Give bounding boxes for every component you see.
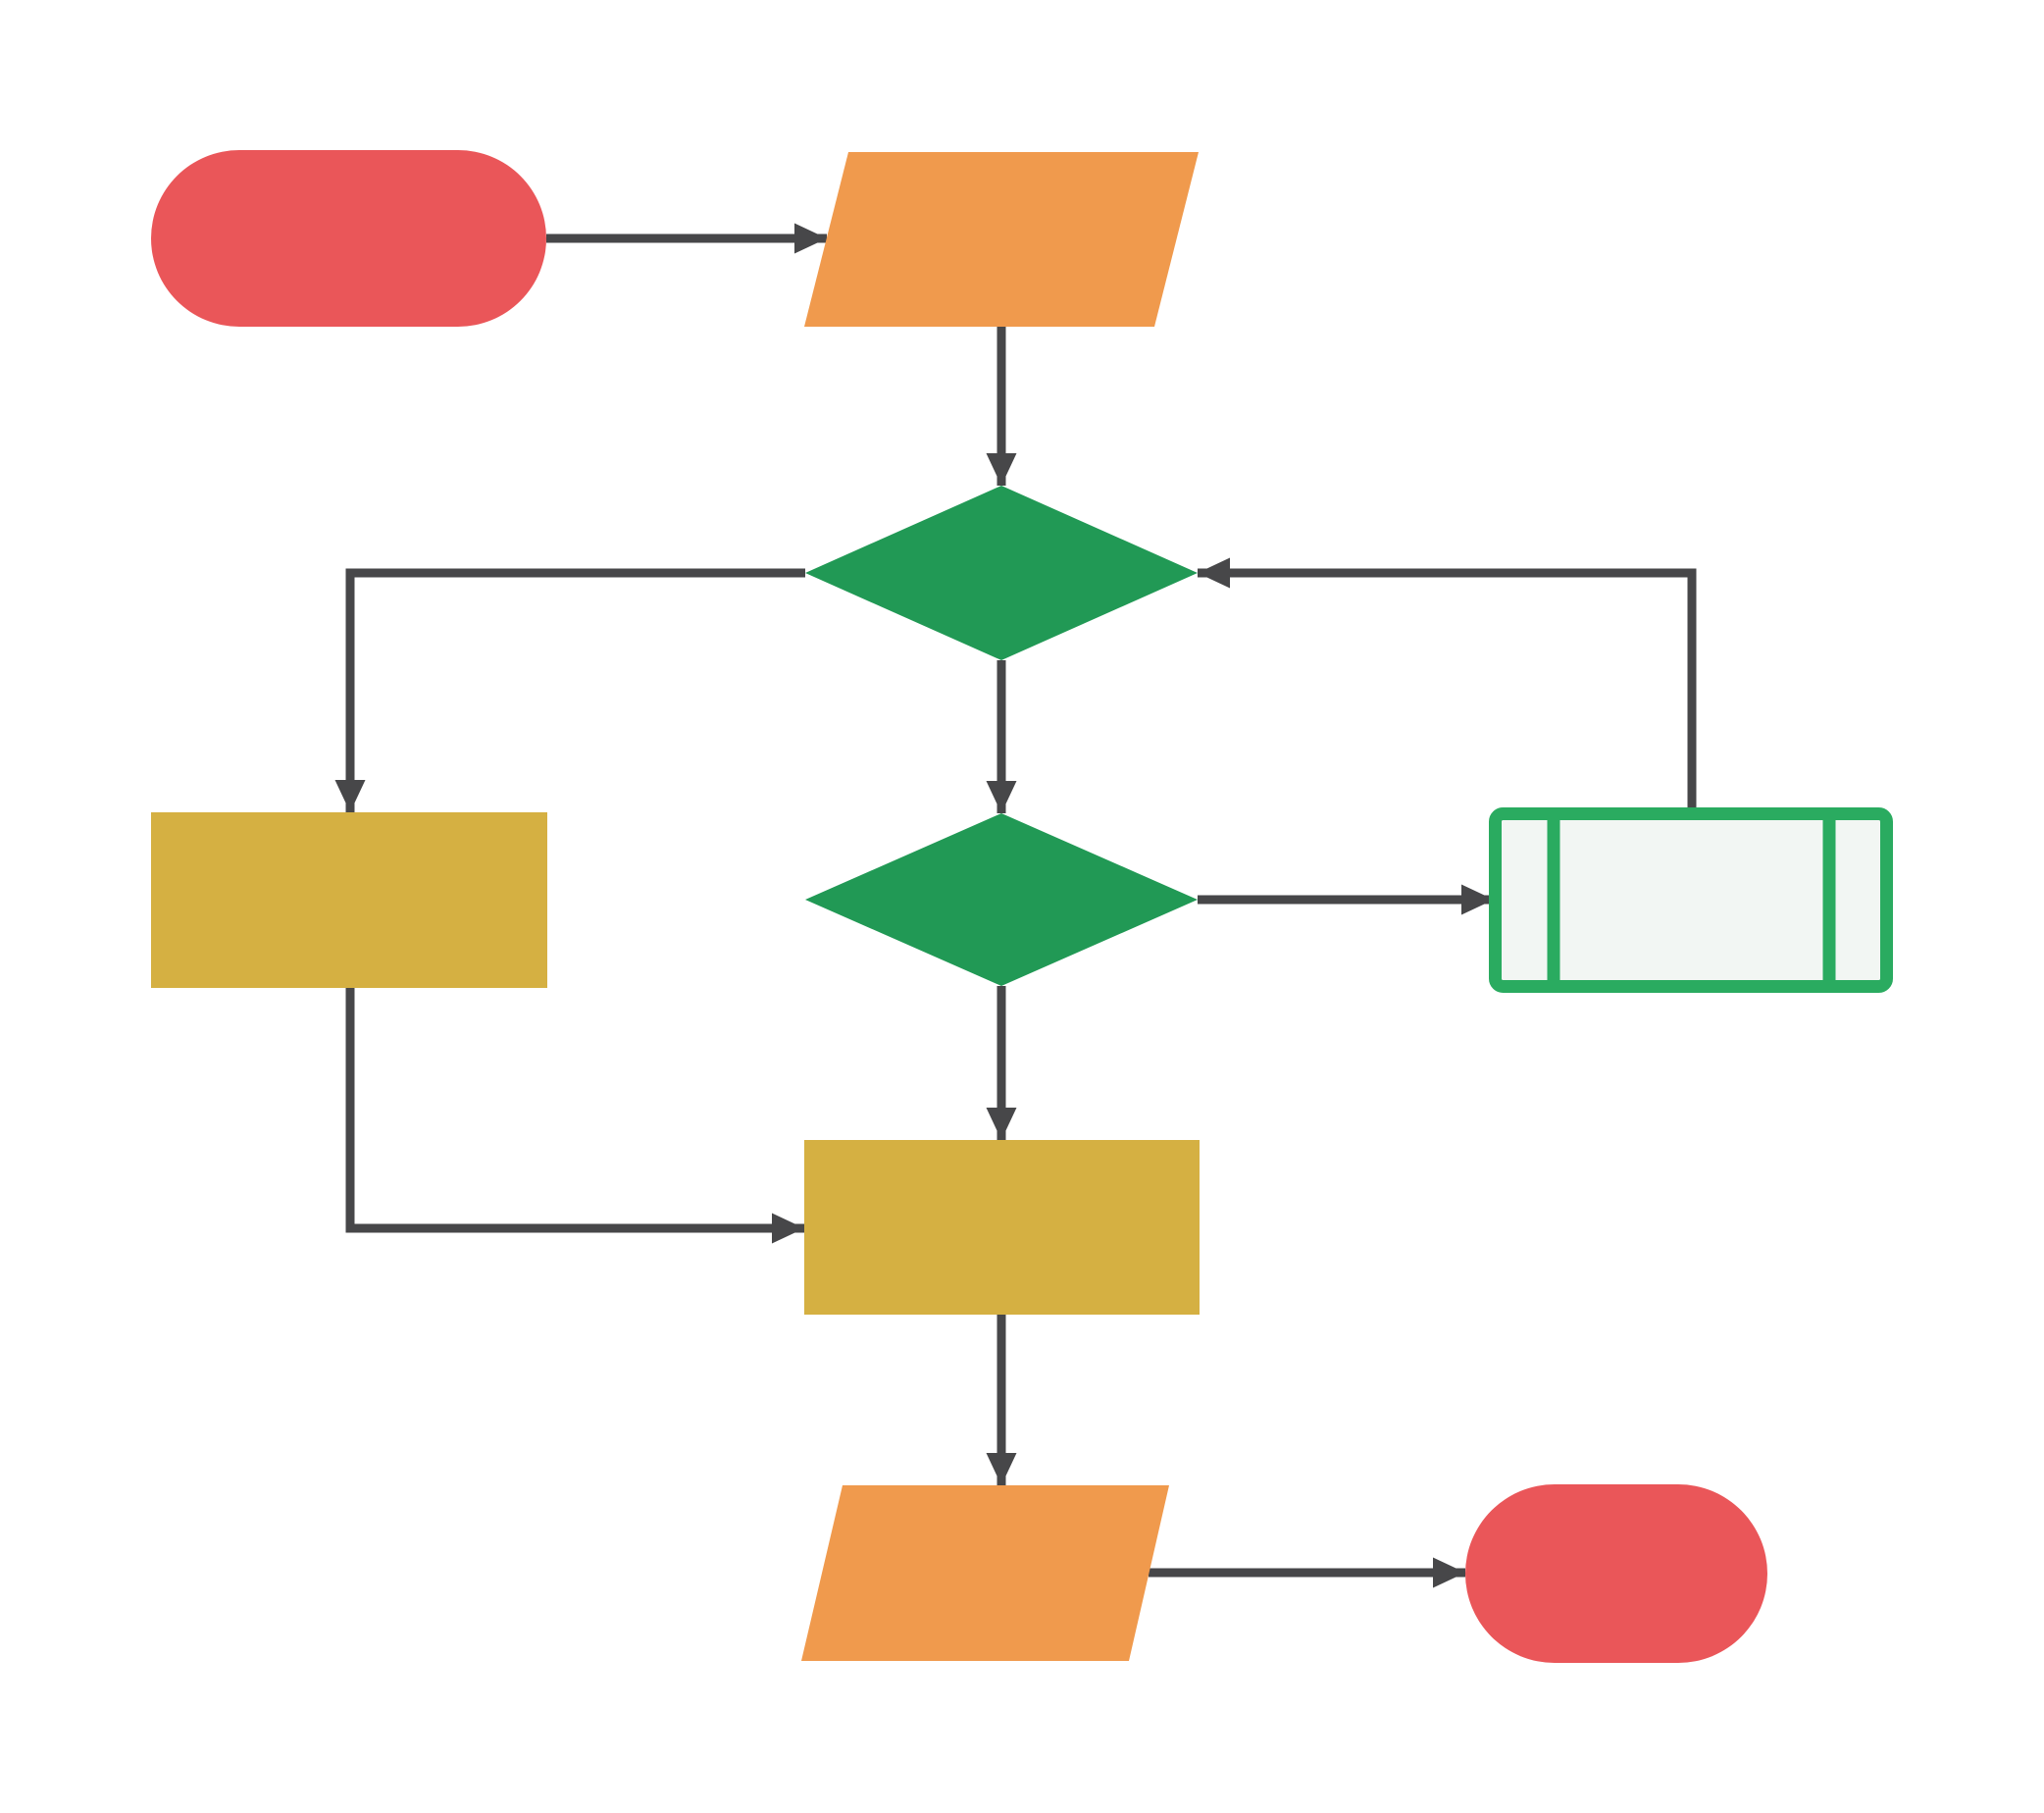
node-left-process [151, 812, 547, 988]
subroutine-frame [1489, 807, 1893, 993]
node-start-terminator [151, 150, 546, 327]
node-decision-2 [805, 813, 1198, 986]
node-bottom-input-output [801, 1485, 1169, 1661]
node-center-process [804, 1140, 1200, 1315]
edge-decision1-to-left-process [334, 568, 805, 812]
edge-left-process-to-center-process [345, 988, 804, 1244]
node-subroutine [1489, 807, 1893, 993]
node-end-terminator [1465, 1484, 1767, 1663]
edge-subroutine-to-decision1 [1198, 557, 1697, 807]
node-decision-1 [805, 486, 1198, 660]
node-top-input-output [804, 152, 1199, 327]
